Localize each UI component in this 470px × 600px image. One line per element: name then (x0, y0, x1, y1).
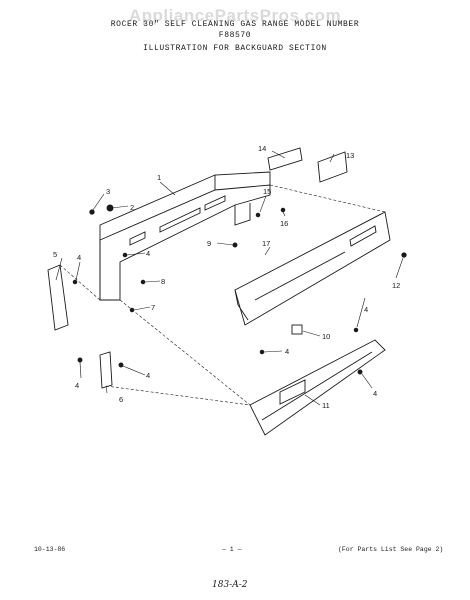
callout-3: 3 (106, 187, 110, 196)
callout-7: 7 (151, 303, 155, 312)
screws-and-clips (72, 204, 407, 375)
footer-page-number: — 1 — (222, 546, 242, 553)
callout-4-f: 4 (146, 371, 150, 380)
callout-2: 2 (130, 203, 134, 212)
model-title: ROCER 30" SELF CLEANING GAS RANGE MODEL … (110, 20, 360, 29)
callout-4-e: 4 (373, 389, 377, 398)
part-13-14-clock-plate (267, 147, 348, 183)
callout-4-c: 4 (285, 347, 289, 356)
callout-4-g: 4 (75, 381, 79, 390)
callout-11: 11 (322, 401, 330, 410)
callout-5: 5 (53, 250, 57, 259)
part-17-control-panel (234, 211, 391, 326)
callout-12: 12 (392, 281, 400, 290)
footer-parts-list-note: (For Parts List See Page 2) (338, 546, 444, 553)
callout-17: 17 (262, 239, 270, 248)
callout-14: 14 (258, 144, 266, 153)
part-6-bracket (99, 351, 113, 389)
callout-9: 9 (207, 239, 211, 248)
illustration-title: ILLUSTRATION FOR BACKGUARD SECTION (143, 44, 327, 53)
part-10-switch (291, 324, 303, 335)
footer-date: 10-13-86 (34, 546, 66, 553)
part-1-backguard-frame (99, 171, 271, 301)
callout-4-a: 4 (77, 253, 81, 262)
callout-6: 6 (119, 395, 123, 404)
callout-13: 13 (346, 151, 354, 160)
callout-16: 16 (280, 219, 288, 228)
handwritten-code: 183-A-2 (212, 580, 248, 590)
callout-4-b: 4 (146, 249, 150, 258)
callout-10: 10 (322, 332, 330, 341)
callout-1: 1 (157, 173, 161, 182)
callout-leaders (55, 150, 404, 406)
callout-4-d: 4 (364, 305, 368, 314)
assembly-guide-lines (59, 184, 386, 406)
part-11-lower-trim (249, 339, 386, 436)
callout-8: 8 (161, 277, 165, 286)
callout-labels: 1 2 3 4 4 4 4 4 4 5 6 7 8 9 10 11 12 13 … (53, 144, 400, 410)
part-5-end-cap (47, 264, 69, 331)
model-number: F88570 (218, 31, 252, 40)
callout-15: 15 (263, 187, 271, 196)
